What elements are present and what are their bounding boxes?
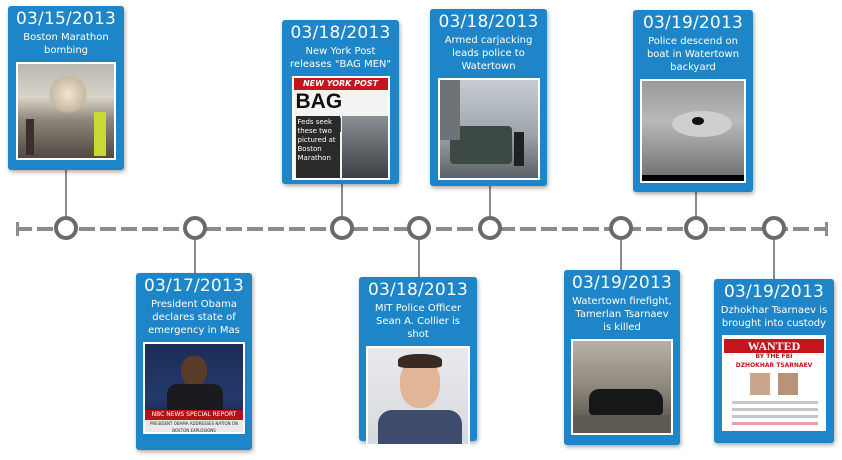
timeline-node-3 xyxy=(330,216,354,240)
event-caption: Watertown firefight, Tamerlan Tsarnaev i… xyxy=(572,296,672,333)
connector-2 xyxy=(194,240,196,274)
head-shape xyxy=(181,356,207,386)
car-shape xyxy=(589,389,663,415)
poster-text-line xyxy=(732,415,818,418)
event-date: 03/15/2013 xyxy=(16,9,116,29)
event-caption: Boston Marathon bombing xyxy=(23,32,109,56)
connector-5 xyxy=(489,184,491,218)
connector-8 xyxy=(773,240,775,280)
event-date: 03/19/2013 xyxy=(572,273,672,293)
connector-7 xyxy=(695,190,697,218)
tv-banner: NBC NEWS SPECIAL REPORT xyxy=(145,410,243,420)
armored-vehicle-shape xyxy=(449,126,512,164)
poster-text-line xyxy=(732,401,818,404)
axis-start-cap xyxy=(16,222,19,236)
connector-1 xyxy=(65,168,67,218)
suspect-photo-shape xyxy=(778,373,798,395)
event-caption: MIT Police Officer Sean A. Collier is sh… xyxy=(374,303,462,340)
uniform-shape xyxy=(378,410,462,444)
smoke-cloud-shape xyxy=(48,74,88,114)
poster-title: WANTED xyxy=(724,339,824,353)
boat-shape xyxy=(672,111,732,137)
event-date: 03/18/2013 xyxy=(438,12,539,32)
connector-3 xyxy=(341,182,343,218)
poster-text-line xyxy=(732,422,818,425)
wanted-poster: WANTED BY THE FBI DZHOKHAR TSARNAEV xyxy=(722,335,826,431)
event-caption: New York Post releases "BAG MEN" xyxy=(290,46,391,70)
runner-figure xyxy=(26,119,34,155)
tv-subtitle: PRESIDENT OBAMA ADDRESSES NATION ON BOST… xyxy=(145,420,243,432)
timeline-node-1 xyxy=(54,216,78,240)
event-date: 03/18/2013 xyxy=(368,280,468,300)
poster-subtitle: BY THE FBI xyxy=(755,353,793,360)
poster-name: DZHOKHAR TSARNAEV xyxy=(735,362,813,369)
timeline-node-5 xyxy=(478,216,502,240)
thermal-readout-bar xyxy=(642,175,744,181)
newspaper-masthead: NEW YORK POST xyxy=(293,78,388,90)
thermal-boat-photo xyxy=(640,79,746,183)
hair-shape xyxy=(398,354,442,368)
event-date: 03/17/2013 xyxy=(144,276,244,296)
firefight-car-photo xyxy=(571,339,673,435)
officer-figure xyxy=(513,132,524,166)
headline-text: BAG MEN xyxy=(295,90,343,137)
event-date: 03/19/2013 xyxy=(643,13,743,33)
event-card-1: 03/15/2013 Boston Marathon bombing xyxy=(8,6,124,170)
event-card-4: 03/18/2013 MIT Police Officer Sean A. Co… xyxy=(359,277,477,446)
event-caption: Armed carjacking leads police to Waterto… xyxy=(444,35,533,72)
timeline-node-4 xyxy=(407,216,431,240)
suspects-photo-shape xyxy=(341,116,388,178)
timeline-node-6 xyxy=(609,216,633,240)
timeline-node-8 xyxy=(762,216,786,240)
runner-figure xyxy=(94,112,106,156)
obama-press-photo: NBC NEWS SPECIAL REPORT PRESIDENT OBAMA … xyxy=(143,342,245,434)
event-caption: Police descend on boat in Watertown back… xyxy=(646,36,740,73)
new-york-post-cover: NEW YORK POST BAG MEN Feds seek these tw… xyxy=(291,76,390,180)
armored-vehicle-photo xyxy=(437,78,540,180)
street-shape xyxy=(573,415,671,433)
timeline-node-7 xyxy=(684,216,708,240)
building-shape xyxy=(439,80,460,140)
event-caption: President Obama declares state of emerge… xyxy=(148,299,240,336)
connector-6 xyxy=(620,240,622,270)
event-card-7: 03/19/2013 Police descend on boat in Wat… xyxy=(633,10,753,192)
event-card-6: 03/19/2013 Watertown firefight, Tamerlan… xyxy=(564,270,680,445)
suspect-photo-shape xyxy=(750,373,770,395)
marathon-explosion-photo xyxy=(16,62,116,160)
poster-text-line xyxy=(732,408,818,411)
axis-end-cap xyxy=(825,222,828,236)
connector-4 xyxy=(418,240,420,278)
event-date: 03/18/2013 xyxy=(290,23,391,43)
event-card-8: 03/19/2013 Dzhokhar Tsarnaev is brought … xyxy=(714,279,834,443)
officer-portrait xyxy=(366,346,470,446)
timeline-node-2 xyxy=(183,216,207,240)
event-caption: Dzhokhar Tsarnaev is brought into custod… xyxy=(720,305,828,329)
event-date: 03/19/2013 xyxy=(724,282,824,302)
event-card-3: 03/18/2013 New York Post releases "BAG M… xyxy=(282,20,399,184)
heat-signature-shape xyxy=(692,117,704,125)
event-card-5: 03/18/2013 Armed carjacking leads police… xyxy=(430,9,547,186)
event-card-2: 03/17/2013 President Obama declares stat… xyxy=(136,273,252,450)
newspaper-subhead: Feds seek these two pictured at Boston M… xyxy=(295,116,340,178)
